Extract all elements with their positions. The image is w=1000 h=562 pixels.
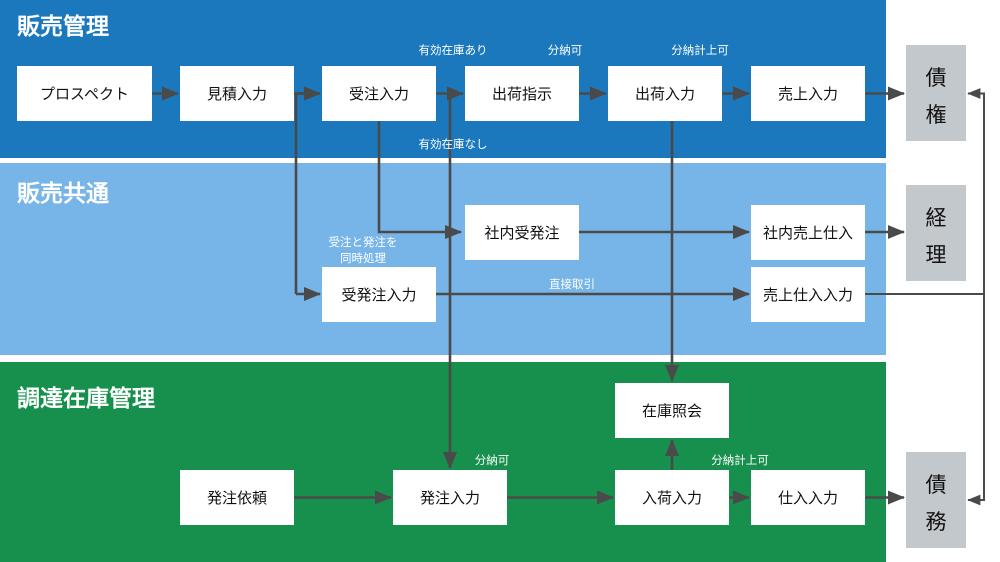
node-label-internal-order: 社内受発注 [484, 225, 559, 242]
node-sales-entry[interactable]: 売上入力 [751, 66, 865, 121]
node-label-internal-sale: 社内売上仕入 [763, 225, 853, 242]
external-node-accounting[interactable]: 経 理 [906, 185, 966, 281]
node-box-quote-entry[interactable] [180, 66, 294, 121]
node-prospect[interactable]: プロスペクト [17, 66, 152, 121]
node-box-prospect[interactable] [17, 66, 152, 121]
connector-layer [152, 86, 985, 506]
edge-note-stock-available: 有効在庫あり [419, 43, 488, 57]
band-title-procurement-inventory: 調達在庫管理 [17, 385, 155, 411]
node-box-ship-entry[interactable] [608, 66, 722, 121]
node-ship-instruct[interactable]: 出荷指示 [465, 66, 579, 121]
node-purchase-entry[interactable]: 仕入入力 [751, 470, 865, 525]
external-label-payable-line2: 務 [926, 511, 947, 534]
node-sale-purchase[interactable]: 売上仕入入力 [751, 267, 865, 322]
node-label-receipt-entry: 入荷入力 [642, 490, 702, 507]
external-label-payable-line1: 債 [926, 474, 947, 497]
external-box-receivable[interactable] [906, 45, 966, 141]
external-label-receivable-line1: 債 [926, 67, 947, 90]
node-quote-entry[interactable]: 見積入力 [180, 66, 294, 121]
external-box-payable[interactable] [906, 452, 966, 548]
node-stock-inquiry[interactable]: 在庫照会 [615, 383, 729, 438]
node-label-combined-order: 受発注入力 [341, 287, 416, 304]
node-label-sale-purchase: 売上仕入入力 [763, 287, 853, 304]
node-receipt-entry[interactable]: 入荷入力 [615, 470, 729, 525]
node-label-stock-inquiry: 在庫照会 [642, 403, 702, 420]
node-label-ship-entry: 出荷入力 [635, 86, 695, 103]
node-ship-entry[interactable]: 出荷入力 [608, 66, 722, 121]
node-box-po-entry[interactable] [393, 470, 507, 525]
node-label-order-entry: 受注入力 [349, 86, 409, 103]
node-box-sales-entry[interactable] [751, 66, 865, 121]
edge-note-simultaneous-line2: 同時処理 [340, 251, 386, 265]
node-label-purchase-entry: 仕入入力 [778, 490, 838, 507]
external-label-accounting-line1: 経 [926, 207, 947, 230]
connector-sale-purchase-to-receivable [865, 88, 985, 295]
band-background-sales-common [0, 163, 886, 355]
band-title-sales-common: 販売共通 [17, 180, 109, 206]
node-order-entry[interactable]: 受注入力 [322, 66, 436, 121]
node-po-request[interactable]: 発注依頼 [180, 470, 294, 525]
node-combined-order[interactable]: 受発注入力 [322, 267, 436, 322]
node-box-po-request[interactable] [180, 470, 294, 525]
node-box-internal-order[interactable] [465, 205, 579, 260]
node-box-ship-instruct[interactable] [465, 66, 579, 121]
external-node-receivable[interactable]: 債 権 [906, 45, 966, 141]
edge-note-partial-delivery: 分納可 [548, 44, 583, 57]
edge-note-partial-delivery-2: 分納可 [475, 454, 510, 467]
edge-note-direct-deal: 直接取引 [549, 277, 595, 291]
node-box-internal-sale[interactable] [751, 205, 865, 260]
connector-combined-order-to-order-up [294, 86, 322, 294]
node-internal-order[interactable]: 社内受発注 [465, 205, 579, 260]
node-label-ship-instruct: 出荷指示 [492, 86, 552, 103]
external-node-payable[interactable]: 債 務 [906, 452, 966, 548]
band-title-sales-management: 販売管理 [17, 13, 109, 39]
edge-note-stock-unavailable: 有効在庫なし [419, 137, 488, 151]
node-po-entry[interactable]: 発注入力 [393, 470, 507, 525]
node-box-stock-inquiry[interactable] [615, 383, 729, 438]
node-box-purchase-entry[interactable] [751, 470, 865, 525]
band-sales-common: 販売共通 [0, 163, 886, 355]
connector-order-to-internal-order [377, 121, 463, 240]
node-box-order-entry[interactable] [322, 66, 436, 121]
edge-note-partial-posting-2: 分納計上可 [711, 453, 769, 467]
node-label-prospect: プロスペクト [40, 86, 129, 103]
node-box-combined-order[interactable] [322, 267, 436, 322]
node-label-sales-entry: 売上入力 [778, 86, 838, 103]
node-label-quote-entry: 見積入力 [207, 86, 267, 103]
connector-sale-purchase-to-payable [967, 294, 985, 506]
node-box-receipt-entry[interactable] [615, 470, 729, 525]
external-label-accounting-line2: 理 [926, 244, 947, 267]
edge-note-partial-posting: 分納計上可 [671, 43, 729, 57]
node-box-sale-purchase[interactable] [751, 267, 865, 322]
edge-note-layer: 有効在庫あり 分納可 分納計上可 有効在庫なし 受注と発注を 同時処理 直接取引… [329, 43, 769, 467]
node-label-po-entry: 発注入力 [420, 490, 480, 507]
edge-note-simultaneous-line1: 受注と発注を [329, 235, 398, 249]
node-internal-sale[interactable]: 社内売上仕入 [751, 205, 865, 260]
node-label-po-request: 発注依頼 [207, 490, 267, 507]
external-box-accounting[interactable] [906, 185, 966, 281]
external-label-receivable-line2: 権 [926, 104, 947, 127]
